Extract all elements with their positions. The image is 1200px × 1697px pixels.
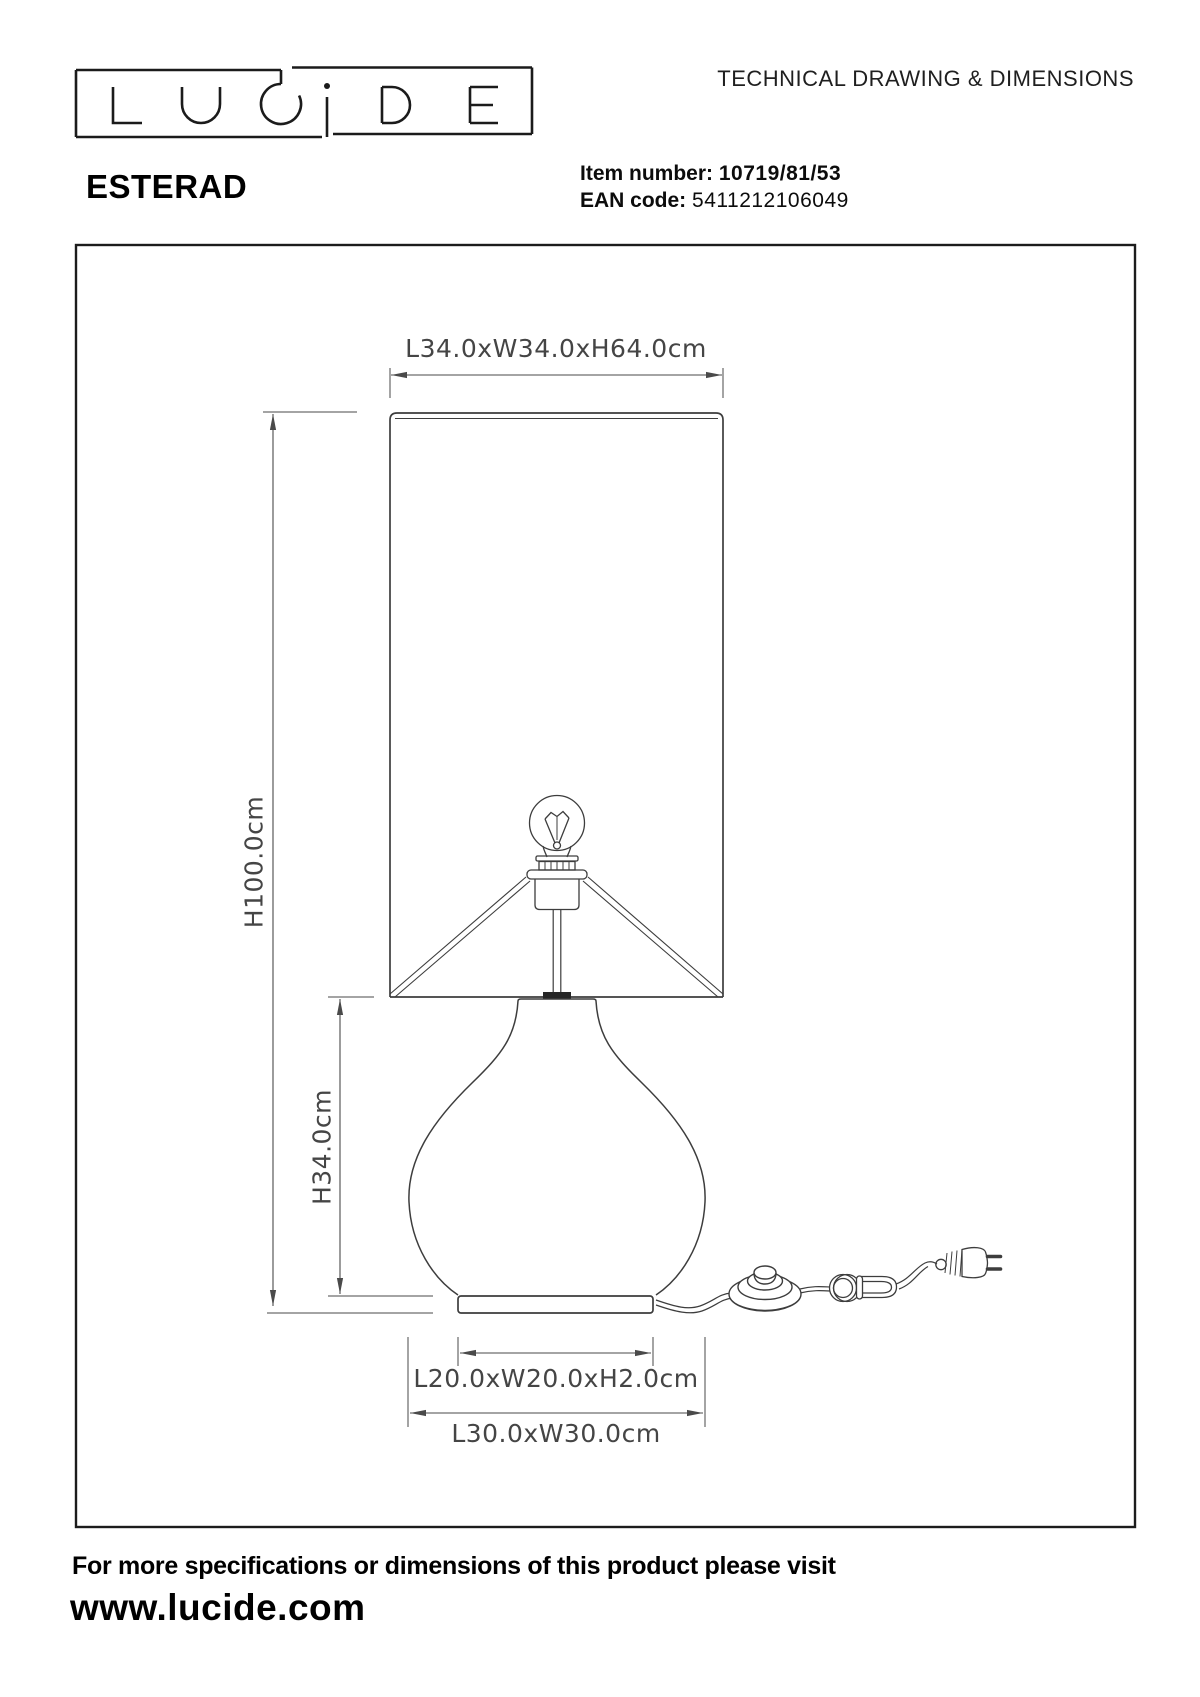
product-name: ESTERAD: [86, 168, 248, 205]
power-plug: [944, 1246, 1003, 1279]
plug-pins: [985, 1254, 1003, 1271]
product-codes: Item number: 10719/81/53 EAN code: 54112…: [580, 160, 849, 214]
dimension-total-height: [263, 411, 433, 1314]
lamp-base: [457, 1295, 654, 1314]
dimension-body-height: [328, 996, 433, 1297]
dimension-label-body-height: H34.0cm: [307, 1088, 337, 1206]
lamp-body: [408, 998, 706, 1296]
dimension-body-width: [407, 1337, 706, 1427]
ean-label: EAN code:: [580, 189, 687, 212]
drawing-frame: [74, 243, 1137, 1529]
document-title: TECHNICAL DRAWING & DIMENSIONS: [717, 66, 1134, 91]
footer-note: For more specifications or dimensions of…: [72, 1552, 836, 1580]
dimension-base: [457, 1337, 654, 1366]
item-number-value: 10719/81/53: [718, 162, 842, 185]
logo-letter-e: [468, 85, 498, 125]
lucide-logo: [60, 40, 540, 150]
ean-row: EAN code: 5411212106049: [580, 187, 849, 214]
lucide-logo-graphic: [74, 66, 534, 139]
dimension-label-body-width: L30.0xW30.0cm: [451, 1419, 661, 1448]
shade-mount: [543, 992, 571, 999]
logo-letter-c: [259, 82, 303, 126]
dimension-label-shade: L34.0xW34.0xH64.0cm: [405, 334, 707, 363]
logo-letter-l: [111, 87, 142, 125]
item-number-row: Item number: 10719/81/53: [580, 160, 849, 187]
dimension-label-base: L20.0xW20.0xH2.0cm: [413, 1364, 699, 1393]
cable-coil: [828, 1258, 947, 1303]
logo-letter-d: [380, 85, 412, 125]
light-bulb: [528, 794, 586, 858]
item-number-label: Item number:: [580, 162, 714, 185]
logo-letter-u: [180, 87, 222, 125]
shade-frame: [389, 876, 724, 998]
dimension-shade: [389, 368, 724, 398]
ean-value: 5411212106049: [692, 189, 849, 212]
power-cord: [655, 1261, 938, 1314]
footer-url: www.lucide.com: [70, 1587, 366, 1628]
foot-switch: [728, 1265, 802, 1312]
dimension-label-total-height: H100.0cm: [239, 795, 269, 929]
lamp-socket: [526, 855, 588, 992]
